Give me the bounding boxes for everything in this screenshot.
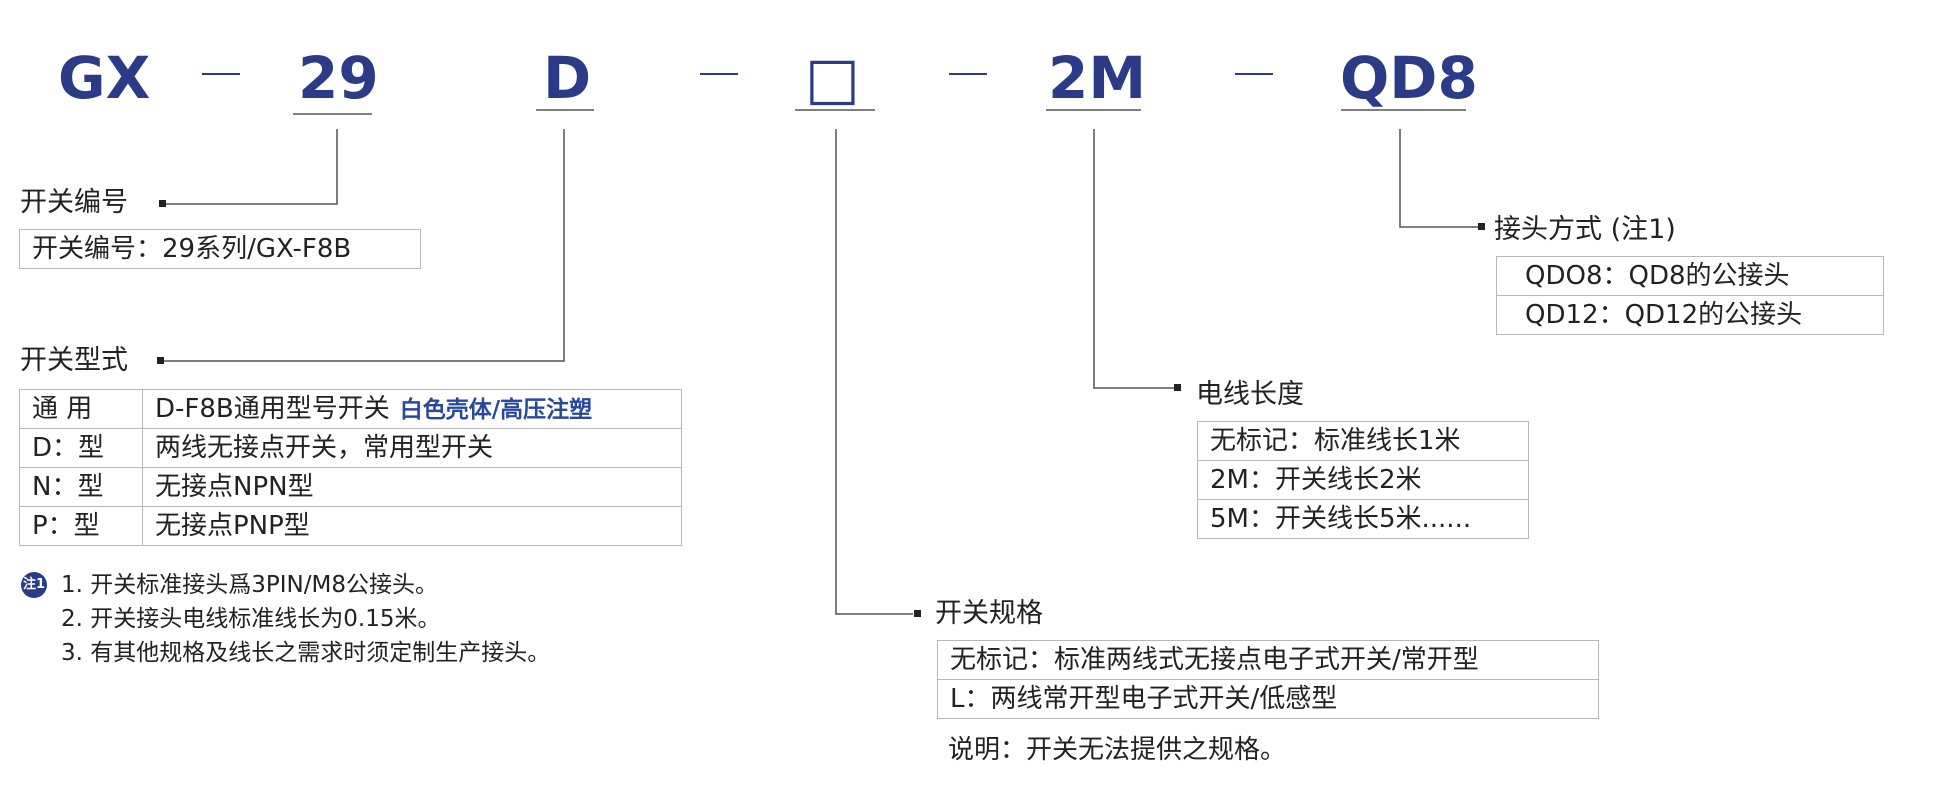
table-row: D：型 两线无接点开关，常用型开关 [19, 428, 682, 468]
code-separator [949, 73, 987, 75]
table-cell: 5M：开关线长5米...... [1197, 499, 1529, 539]
note-item: 1. 开关标准接头爲3PIN/M8公接头。 [61, 572, 438, 598]
table-row: 无标记：标准线长1米 [1197, 421, 1529, 461]
table-cell: D：型 [19, 428, 143, 468]
code-part-box: □ [805, 44, 860, 112]
type-desc: D-F8B通用型号开关 [155, 393, 390, 424]
marker-switch-type [157, 357, 164, 364]
wire-length-table: 无标记：标准线长1米 2M：开关线长2米 5M：开关线长5米...... [1197, 421, 1529, 539]
leader-switch-spec [835, 129, 913, 615]
table-row: QD12：QD12的公接头 [1496, 295, 1884, 335]
table-cell: L：两线常开型电子式开关/低感型 [937, 679, 1599, 719]
note-item: 2. 开关接头电线标准线长为0.15米。 [61, 606, 441, 632]
switch-no-title: 开关编号 [20, 187, 128, 218]
switch-spec-note: 说明：开关无法提供之规格。 [948, 735, 1287, 765]
table-row: L：两线常开型电子式开关/低感型 [937, 679, 1599, 719]
marker-switch-spec [914, 610, 921, 617]
table-cell: P：型 [19, 506, 143, 546]
table-cell: 两线无接点开关，常用型开关 [142, 428, 682, 468]
note-badge-icon: 注1 [21, 572, 47, 598]
table-row: 开关编号：29系列/GX-F8B [19, 229, 421, 269]
table-row: 通 用 D-F8B通用型号开关白色壳体/高压注塑 [19, 389, 682, 429]
leader-switch-type [161, 129, 565, 362]
switch-type-table: 通 用 D-F8B通用型号开关白色壳体/高压注塑 D：型 两线无接点开关，常用型… [19, 389, 682, 546]
table-cell: 通 用 [19, 389, 143, 429]
code-separator [1235, 73, 1273, 75]
table-row: 2M：开关线长2米 [1197, 460, 1529, 500]
switch-spec-table: 无标记：标准两线式无接点电子式开关/常开型 L：两线常开型电子式开关/低感型 [937, 640, 1599, 719]
note-item: 3. 有其他规格及线长之需求时须定制生产接头。 [61, 640, 551, 666]
leader-connector [1399, 129, 1480, 228]
connector-title: 接头方式 (注1) [1494, 214, 1676, 245]
connector-table: QDO8：QD8的公接头 QD12：QD12的公接头 [1496, 256, 1884, 335]
code-part-gx: GX [58, 44, 151, 112]
table-cell: 2M：开关线长2米 [1197, 460, 1529, 500]
highlight-note: 白色壳体/高压注塑 [399, 396, 593, 423]
table-cell: 无标记：标准两线式无接点电子式开关/常开型 [937, 640, 1599, 680]
code-part-29: 29 [298, 44, 379, 112]
marker-connector [1478, 223, 1485, 230]
code-part-2m: 2M [1048, 44, 1147, 112]
leader-wire-length [1093, 129, 1176, 389]
marker-switch-no [159, 200, 166, 207]
table-cell: 无接点NPN型 [142, 467, 682, 507]
table-row: 无标记：标准两线式无接点电子式开关/常开型 [937, 640, 1599, 680]
table-row: QDO8：QD8的公接头 [1496, 256, 1884, 296]
switch-spec-title: 开关规格 [935, 598, 1043, 629]
table-cell: D-F8B通用型号开关白色壳体/高压注塑 [142, 389, 682, 429]
marker-wire-length [1174, 384, 1181, 391]
code-separator [700, 73, 738, 75]
code-separator [202, 73, 240, 75]
table-cell: 无接点PNP型 [142, 506, 682, 546]
table-cell: QDO8：QD8的公接头 [1496, 256, 1884, 296]
leader-switch-no [163, 129, 338, 205]
table-cell: QD12：QD12的公接头 [1496, 295, 1884, 335]
table-row: P：型 无接点PNP型 [19, 506, 682, 546]
wire-length-title: 电线长度 [1196, 379, 1304, 410]
table-row: 5M：开关线长5米...... [1197, 499, 1529, 539]
switch-no-table: 开关编号：29系列/GX-F8B [19, 229, 421, 269]
table-row: N：型 无接点NPN型 [19, 467, 682, 507]
switch-type-title: 开关型式 [20, 345, 128, 376]
table-cell: 无标记：标准线长1米 [1197, 421, 1529, 461]
table-cell: 开关编号：29系列/GX-F8B [19, 229, 421, 269]
code-part-d: D [543, 44, 592, 112]
table-cell: N：型 [19, 467, 143, 507]
code-part-qd8: QD8 [1340, 44, 1478, 112]
